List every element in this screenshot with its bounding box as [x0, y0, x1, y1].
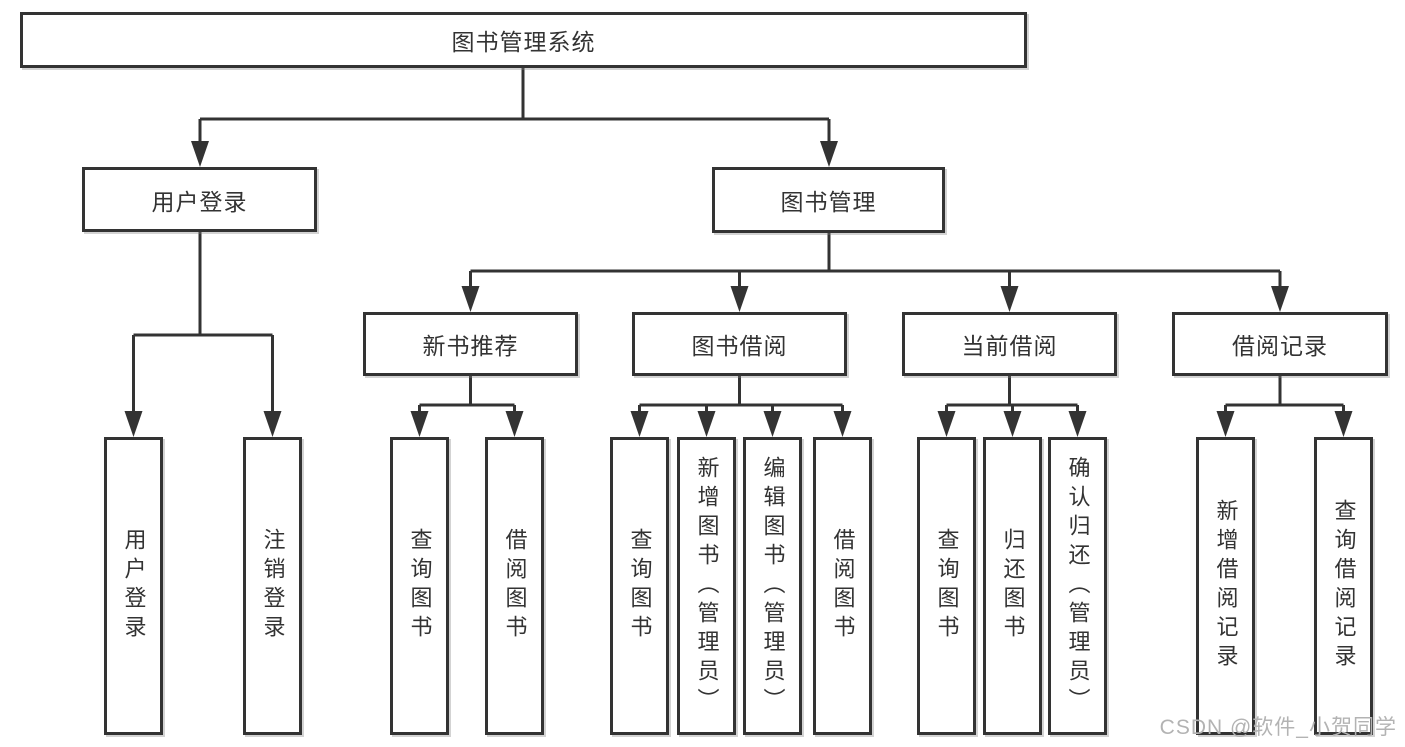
- node-leaf-query-borrow-record-label: 查询借阅记录: [1331, 499, 1357, 673]
- node-root-label: 图书管理系统: [451, 29, 596, 55]
- watermark-text: CSDN @软件_小贺同学: [1159, 716, 1397, 739]
- arrow-head: [263, 411, 282, 437]
- node-leaf-confirm-return-admin-label: 确认归还（管理员）: [1065, 455, 1091, 717]
- node-user-login: 用户登录: [82, 167, 317, 232]
- arrow-head: [1271, 286, 1289, 312]
- node-leaf-logout: 注销登录: [243, 437, 302, 735]
- node-leaf-logout-label: 注销登录: [260, 528, 286, 644]
- node-leaf-query-book-current-label: 查询图书: [934, 528, 960, 644]
- arrow-head: [461, 286, 480, 312]
- arrow-head: [124, 411, 143, 437]
- arrow-head: [820, 141, 838, 167]
- arrow-head: [1068, 411, 1087, 437]
- node-leaf-confirm-return-admin: 确认归还（管理员）: [1048, 437, 1107, 735]
- node-borrow-records: 借阅记录: [1172, 312, 1388, 376]
- arrow-head: [410, 411, 429, 437]
- node-current-borrowing-label: 当前借阅: [961, 333, 1058, 359]
- node-leaf-add-borrow-record: 新增借阅记录: [1196, 437, 1255, 735]
- node-leaf-query-book-current: 查询图书: [917, 437, 976, 735]
- node-user-login-label: 用户登录: [151, 188, 248, 215]
- node-book-management: 图书管理: [712, 167, 945, 233]
- node-leaf-user-login-label: 用户登录: [121, 528, 147, 644]
- node-root: 图书管理系统: [20, 12, 1027, 68]
- node-leaf-borrow-book-borrow-label: 借阅图书: [830, 528, 856, 644]
- node-book-borrowing-label: 图书借阅: [691, 333, 788, 359]
- node-leaf-user-login: 用户登录: [104, 437, 163, 735]
- arrow-head: [1000, 286, 1019, 312]
- arrow-head: [763, 411, 782, 437]
- node-leaf-edit-book-admin-label: 编辑图书（管理员）: [760, 455, 786, 717]
- arrow-head: [833, 411, 852, 437]
- node-leaf-query-borrow-record: 查询借阅记录: [1314, 437, 1373, 735]
- node-leaf-borrow-book-recommend: 借阅图书: [485, 437, 544, 735]
- node-leaf-query-book-borrow-label: 查询图书: [627, 528, 653, 644]
- arrow-head: [937, 411, 956, 437]
- node-leaf-add-borrow-record-label: 新增借阅记录: [1213, 499, 1239, 673]
- node-leaf-add-book-admin-label: 新增图书（管理员）: [694, 455, 720, 717]
- node-new-book-recommend: 新书推荐: [363, 312, 578, 376]
- node-leaf-query-book-recommend: 查询图书: [390, 437, 449, 735]
- connector-trunks: [133, 68, 1344, 407]
- arrow-head: [630, 411, 649, 437]
- node-book-management-label: 图书管理: [780, 189, 877, 215]
- node-leaf-query-book-borrow: 查询图书: [610, 437, 669, 735]
- node-new-book-recommend-label: 新书推荐: [422, 333, 519, 359]
- arrow-head: [1003, 411, 1022, 437]
- node-leaf-return-book: 归还图书: [983, 437, 1042, 735]
- arrow-head: [1334, 411, 1353, 437]
- arrow-head: [505, 411, 524, 437]
- arrow-head: [697, 411, 716, 437]
- node-book-borrowing: 图书借阅: [632, 312, 847, 376]
- arrow-head: [1216, 411, 1235, 437]
- arrow-head: [730, 286, 749, 312]
- node-current-borrowing: 当前借阅: [902, 312, 1117, 376]
- node-borrow-records-label: 借阅记录: [1232, 333, 1328, 359]
- node-leaf-borrow-book-borrow: 借阅图书: [813, 437, 872, 735]
- node-leaf-borrow-book-recommend-label: 借阅图书: [502, 528, 528, 644]
- node-leaf-query-book-recommend-label: 查询图书: [407, 528, 433, 644]
- node-leaf-edit-book-admin: 编辑图书（管理员）: [743, 437, 802, 735]
- node-leaf-return-book-label: 归还图书: [1000, 528, 1026, 644]
- node-leaf-add-book-admin: 新增图书（管理员）: [677, 437, 736, 735]
- arrow-head: [191, 141, 209, 167]
